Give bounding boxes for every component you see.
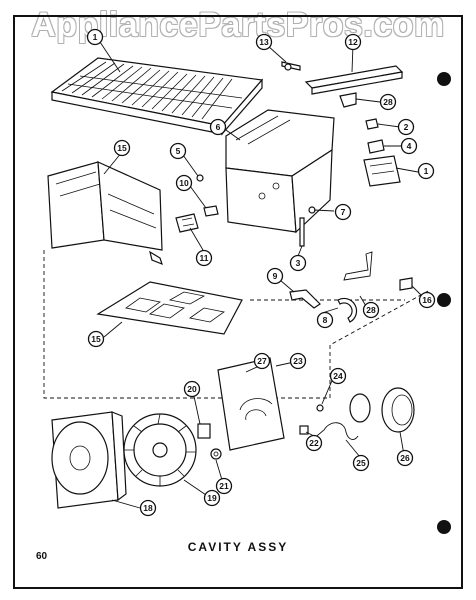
callout: 1	[417, 162, 435, 180]
callout-label: 9	[273, 271, 278, 281]
callout: 2	[397, 118, 415, 136]
probe-part	[281, 61, 301, 71]
waveguide-box-part	[225, 109, 335, 234]
callout: 13	[255, 33, 273, 51]
callout-label: 16	[422, 295, 432, 305]
callout-label: 23	[293, 356, 303, 366]
callout-label: 25	[356, 458, 366, 468]
callout-label: 24	[333, 371, 343, 381]
callout: 8	[316, 311, 334, 329]
screw-part	[196, 174, 204, 182]
fan-part	[123, 413, 197, 487]
callout: 16	[418, 291, 436, 309]
wire-bracket-part	[343, 251, 373, 281]
floor-plate-part	[96, 281, 243, 335]
bracket-part	[339, 92, 357, 108]
clip-part	[367, 139, 385, 154]
callout: 10	[175, 174, 193, 192]
callout: 19	[203, 489, 221, 507]
callout-label: 19	[207, 493, 217, 503]
clip-part	[399, 277, 413, 291]
clip-part	[365, 118, 379, 130]
callout: 27	[253, 352, 271, 370]
callout-label: 7	[341, 207, 346, 217]
callout-label: 15	[117, 143, 127, 153]
motor-block-part	[363, 155, 401, 187]
back-plate-part	[217, 357, 285, 451]
callout-label: 1	[424, 166, 429, 176]
callout: 18	[139, 499, 157, 517]
spring-ring-part	[337, 297, 358, 323]
callout-label: 11	[200, 253, 209, 263]
callout-label: 12	[348, 37, 358, 47]
washer-part	[210, 448, 222, 460]
callout-label: 8	[323, 315, 328, 325]
callout-label: 22	[309, 438, 319, 448]
small-block-part	[299, 425, 309, 435]
callout-label: 20	[187, 384, 197, 394]
callout: 21	[215, 477, 233, 495]
callout-label: 10	[179, 178, 189, 188]
callout: 9	[266, 267, 284, 285]
callout-label: 26	[400, 453, 410, 463]
callout-label: 21	[219, 481, 229, 491]
callout: 22	[305, 434, 323, 452]
registration-dot	[437, 520, 451, 534]
callout-label: 1	[93, 32, 98, 42]
callout: 5	[169, 142, 187, 160]
rail-part	[304, 65, 404, 95]
callout: 4	[400, 137, 418, 155]
callout: 15	[113, 139, 131, 157]
callout: 24	[329, 367, 347, 385]
switch-assembly-part	[175, 213, 199, 233]
callout-label: 5	[176, 146, 181, 156]
callout-label: 3	[296, 258, 301, 268]
diagram-title: CAVITY ASSY	[187, 540, 289, 554]
callout: 3	[289, 254, 307, 272]
callout-label: 28	[366, 305, 376, 315]
callout: 23	[289, 352, 307, 370]
callout-label: 18	[143, 503, 153, 513]
page-border	[13, 15, 463, 589]
callout: 12	[344, 33, 362, 51]
screw-part	[316, 404, 324, 412]
callout-label: 27	[257, 356, 267, 366]
callout: 20	[183, 380, 201, 398]
callout-label: 4	[407, 141, 412, 151]
lens-part	[381, 387, 415, 433]
leader-lines	[99, 41, 425, 509]
shelf-grille-part	[50, 57, 264, 136]
callout: 15	[87, 330, 105, 348]
callout: 28	[379, 93, 397, 111]
callout: 6	[209, 118, 227, 136]
callout: 26	[396, 449, 414, 467]
callout: 1	[86, 28, 104, 46]
callout: 25	[352, 454, 370, 472]
page-number: 60	[36, 551, 48, 562]
callout: 11	[195, 249, 213, 267]
fan-housing-part	[51, 411, 127, 509]
rod-part	[299, 217, 305, 247]
callout-label: 13	[259, 37, 269, 47]
callout: 28	[362, 301, 380, 319]
registration-dot	[437, 72, 451, 86]
callout-label: 15	[91, 334, 101, 344]
assembly-boundary-dashed	[43, 250, 431, 399]
ring-part	[349, 393, 371, 423]
registration-dot	[437, 293, 451, 307]
spring-wire-part	[311, 422, 359, 441]
lever-part	[289, 289, 321, 309]
callout-label: 2	[404, 122, 409, 132]
square-block-part	[197, 423, 211, 439]
small-bracket-part	[203, 205, 219, 217]
callout-label: 6	[216, 122, 221, 132]
cavity-housing-part	[47, 161, 163, 266]
callout: 7	[334, 203, 352, 221]
callout-label: 28	[383, 97, 393, 107]
